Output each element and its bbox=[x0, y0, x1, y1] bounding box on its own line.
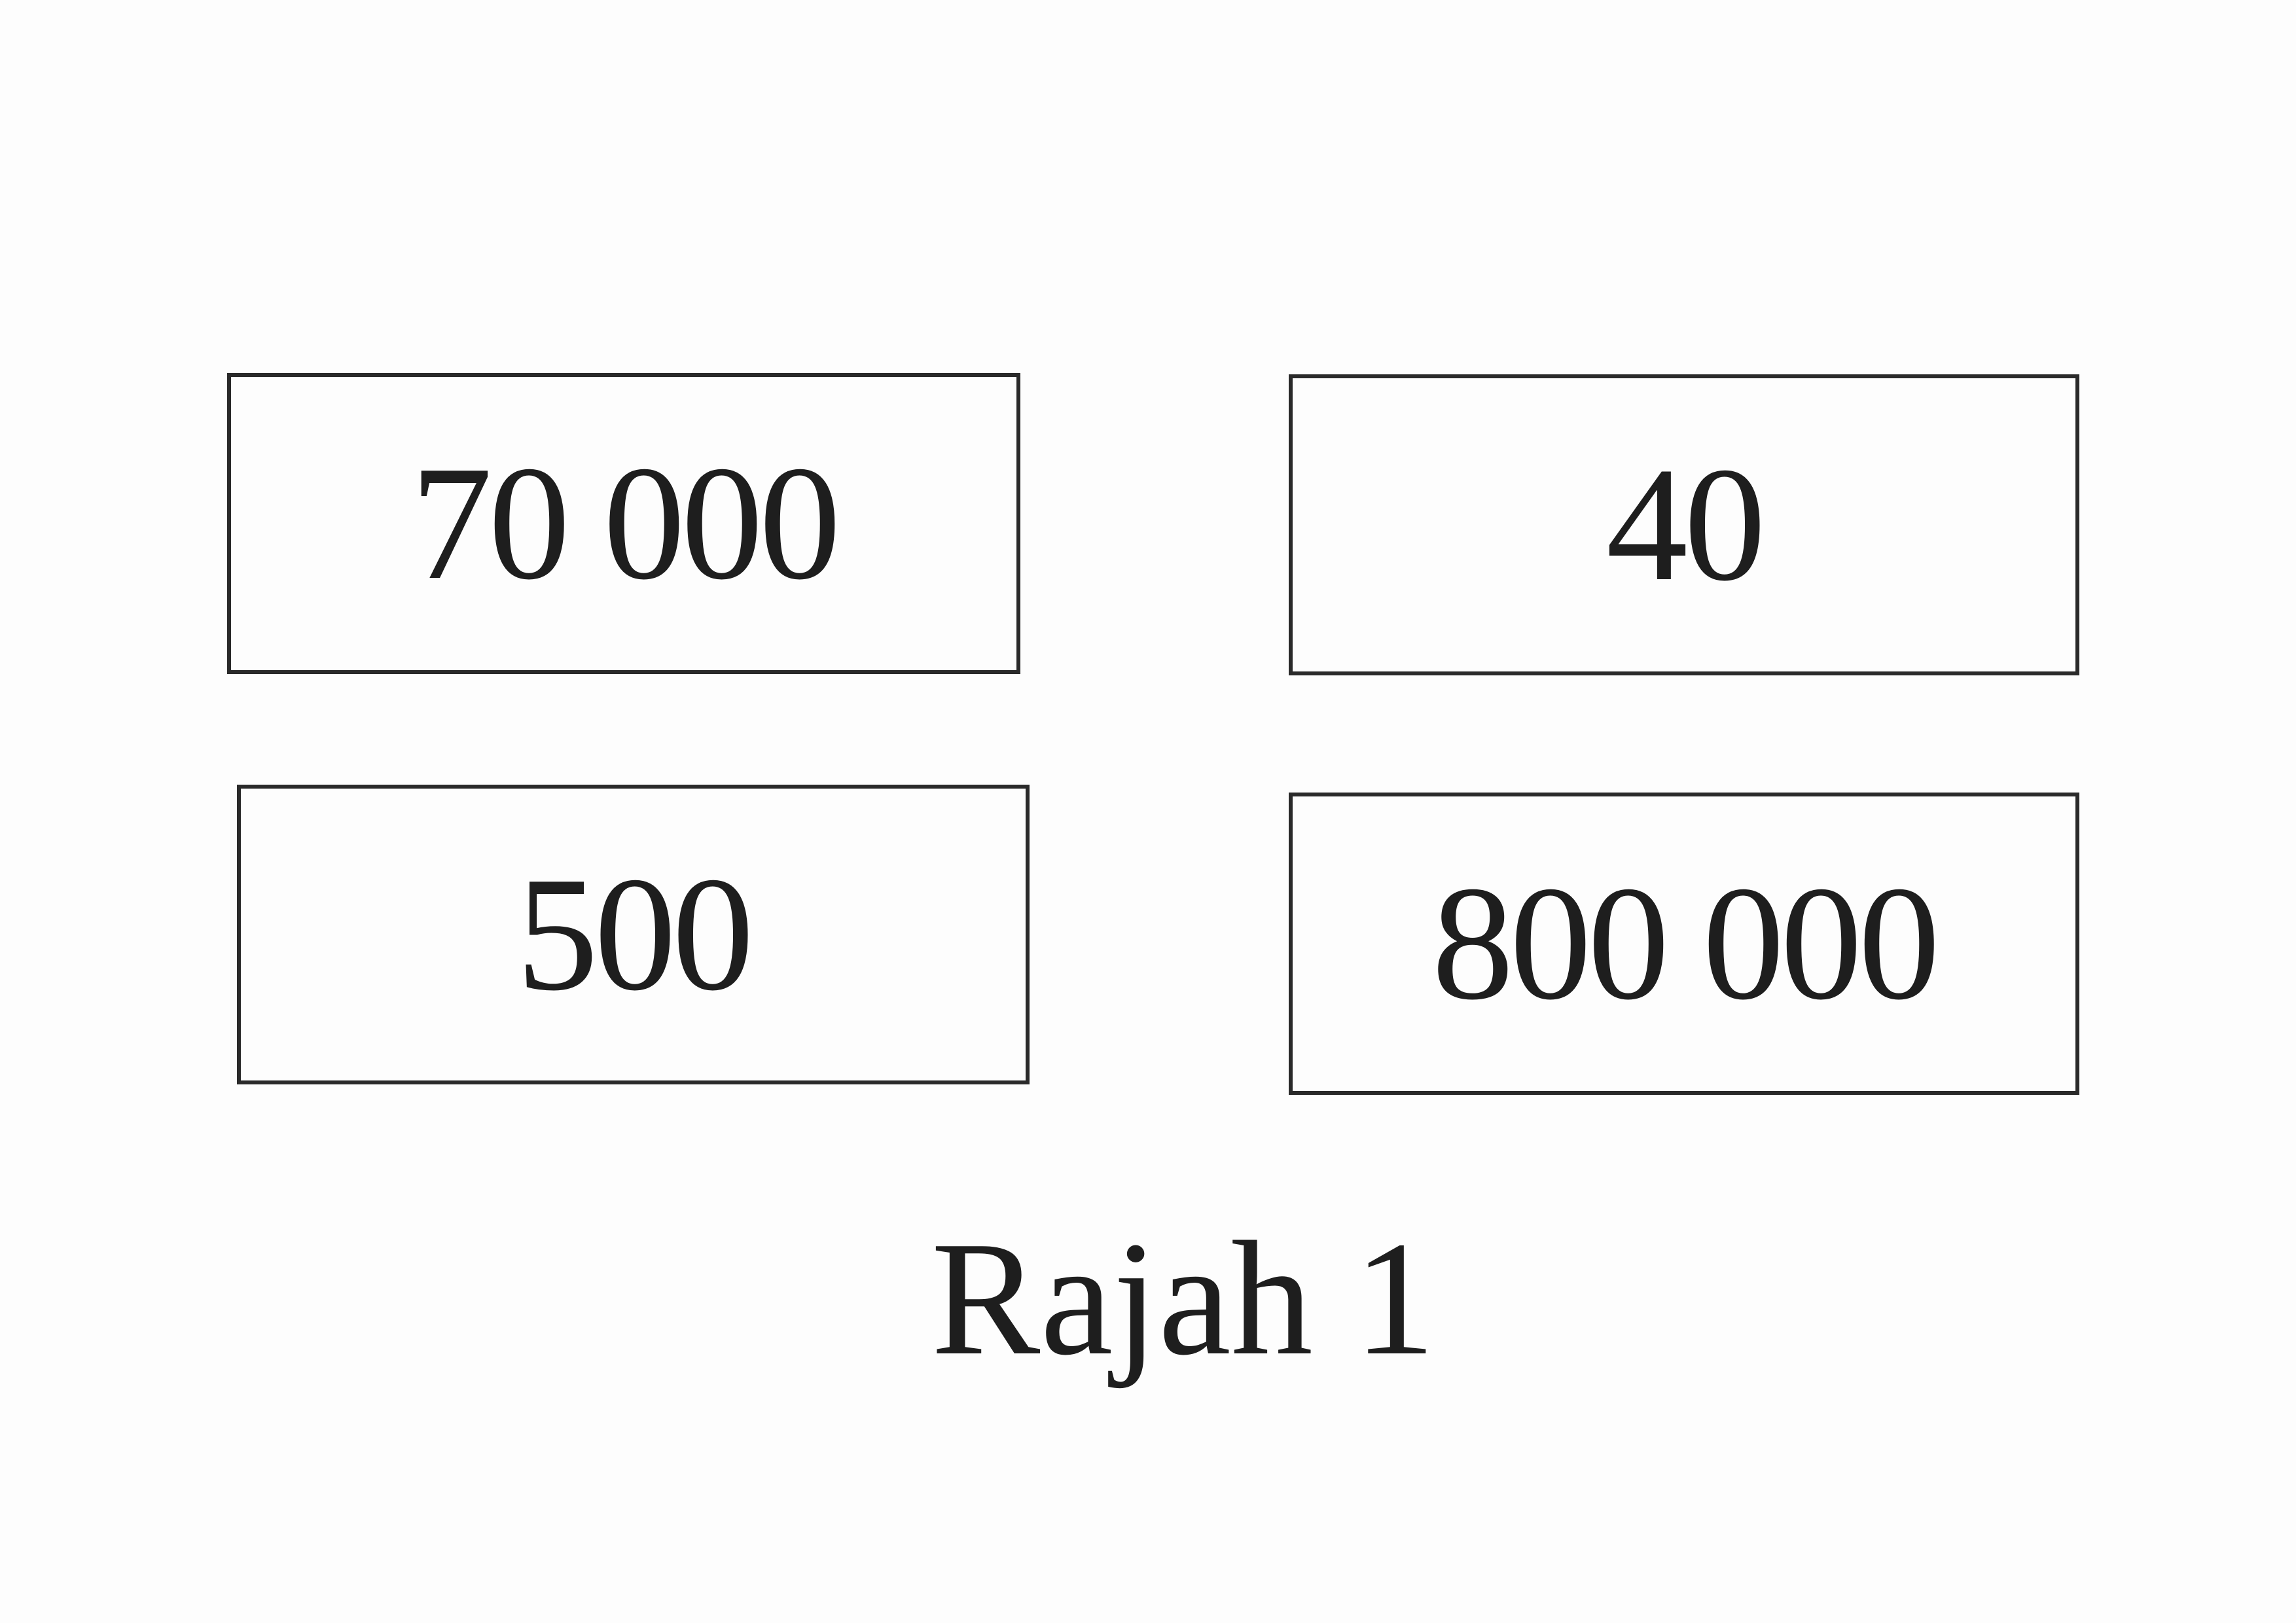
number-card-40: 40 bbox=[1289, 374, 2079, 675]
number-card-800000: 800 000 bbox=[1289, 793, 2079, 1095]
number-card-value: 40 bbox=[1606, 434, 1766, 615]
number-card-70000: 70 000 bbox=[227, 373, 1020, 674]
number-card-500: 500 bbox=[237, 785, 1030, 1084]
figure-caption: Rajah 1 bbox=[931, 1208, 1436, 1389]
number-card-value: 70 000 bbox=[410, 433, 840, 614]
number-card-value: 500 bbox=[516, 844, 754, 1025]
number-card-value: 800 000 bbox=[1431, 853, 1940, 1034]
